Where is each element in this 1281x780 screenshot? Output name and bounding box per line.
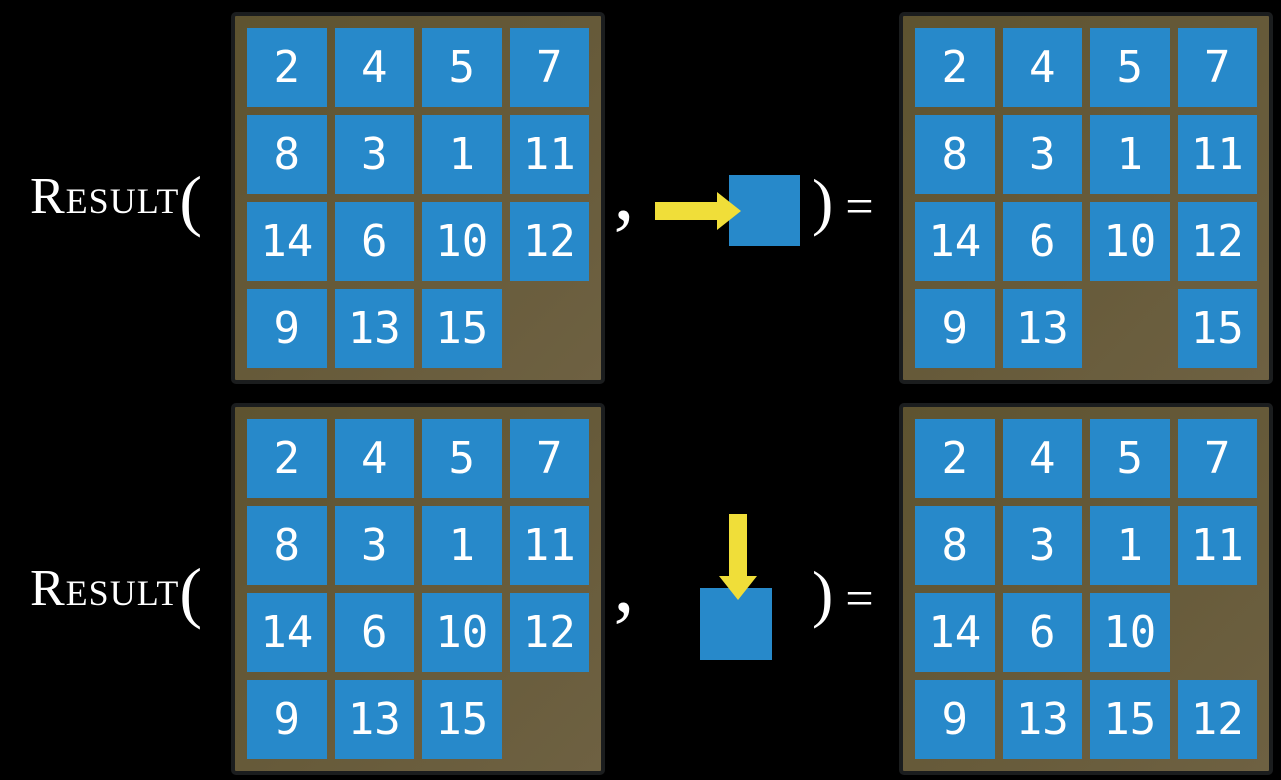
puzzle-tile: 1 xyxy=(422,506,502,585)
close-paren: ) xyxy=(812,558,834,629)
result-function-label: Result( xyxy=(30,152,202,242)
puzzle-tile: 15 xyxy=(422,289,502,368)
function-name: Result xyxy=(30,168,180,225)
puzzle-tile: 15 xyxy=(422,680,502,759)
puzzle-tile: 6 xyxy=(1002,593,1082,672)
puzzle-tile: 15 xyxy=(1090,680,1170,759)
action-tile-square xyxy=(700,588,772,660)
puzzle-tile: 13 xyxy=(334,289,414,368)
action-tile-square xyxy=(729,175,800,246)
puzzle-tile: 5 xyxy=(422,28,502,107)
comma: , xyxy=(613,537,635,630)
puzzle-tile: 14 xyxy=(915,202,995,281)
puzzle-tile: 13 xyxy=(334,680,414,759)
blank-cell xyxy=(1090,289,1170,368)
puzzle-tile: 10 xyxy=(422,593,502,672)
puzzle-tile: 11 xyxy=(1177,506,1257,585)
puzzle-tile: 9 xyxy=(915,289,995,368)
result-function-label: Result( xyxy=(30,544,202,634)
puzzle-tile: 11 xyxy=(509,115,589,194)
puzzle-tile: 12 xyxy=(509,202,589,281)
puzzle-tile: 2 xyxy=(915,28,995,107)
puzzle-tile: 6 xyxy=(334,593,414,672)
close-paren: ) xyxy=(812,166,834,237)
equals-sign: = xyxy=(845,570,874,626)
puzzle-tile: 7 xyxy=(1177,28,1257,107)
comma: , xyxy=(613,145,635,238)
blank-cell xyxy=(510,680,590,759)
puzzle-tile: 5 xyxy=(1090,419,1170,498)
puzzle-tile: 13 xyxy=(1002,289,1082,368)
arrow-down-icon xyxy=(719,514,757,600)
puzzle-tile: 10 xyxy=(422,202,502,281)
puzzle-tile: 9 xyxy=(247,289,327,368)
blank-cell xyxy=(1178,593,1258,672)
puzzle-tile: 3 xyxy=(1002,506,1082,585)
puzzle-tile: 11 xyxy=(509,506,589,585)
puzzle-tile: 14 xyxy=(247,593,327,672)
puzzle-tile: 5 xyxy=(1090,28,1170,107)
puzzle-tile: 2 xyxy=(247,28,327,107)
puzzle-tile: 2 xyxy=(247,419,327,498)
puzzle-tile: 3 xyxy=(1002,115,1082,194)
close-paren-equals: ) = xyxy=(812,170,874,234)
arrow-right-icon xyxy=(655,192,741,230)
puzzle-tile: 4 xyxy=(1002,28,1082,107)
puzzle-tile: 12 xyxy=(1177,202,1257,281)
puzzle-tile: 2 xyxy=(915,419,995,498)
puzzle-tile: 3 xyxy=(334,506,414,585)
puzzle-tile: 11 xyxy=(1177,115,1257,194)
puzzle-tile: 10 xyxy=(1090,202,1170,281)
puzzle-tile: 4 xyxy=(334,419,414,498)
puzzle-tile: 8 xyxy=(915,115,995,194)
puzzle-tile: 6 xyxy=(1002,202,1082,281)
puzzle-tile: 9 xyxy=(247,680,327,759)
puzzle-tile: 7 xyxy=(1177,419,1257,498)
puzzle-tile: 4 xyxy=(334,28,414,107)
puzzle-tile: 4 xyxy=(1002,419,1082,498)
puzzle-tile: 9 xyxy=(915,680,995,759)
puzzle-tile: 8 xyxy=(247,115,327,194)
puzzle-tile: 7 xyxy=(509,28,589,107)
puzzle-tile: 13 xyxy=(1002,680,1082,759)
puzzle-tile: 12 xyxy=(509,593,589,672)
puzzle-tile: 1 xyxy=(422,115,502,194)
puzzle-tile: 14 xyxy=(915,593,995,672)
blank-cell xyxy=(510,289,590,368)
open-paren: ( xyxy=(179,162,203,238)
puzzle-tile: 14 xyxy=(247,202,327,281)
puzzle-tile: 7 xyxy=(509,419,589,498)
puzzle-tile: 12 xyxy=(1177,680,1257,759)
puzzle-tile: 8 xyxy=(247,506,327,585)
function-name: Result xyxy=(30,560,180,617)
puzzle-tile: 3 xyxy=(334,115,414,194)
puzzle-tile: 6 xyxy=(334,202,414,281)
puzzle-tile: 10 xyxy=(1090,593,1170,672)
equals-sign: = xyxy=(845,178,874,234)
open-paren: ( xyxy=(179,554,203,630)
close-paren-equals: ) = xyxy=(812,562,874,626)
puzzle-tile: 15 xyxy=(1177,289,1257,368)
puzzle-tile: 8 xyxy=(915,506,995,585)
puzzle-tile: 1 xyxy=(1090,506,1170,585)
puzzle-tile: 1 xyxy=(1090,115,1170,194)
puzzle-tile: 5 xyxy=(422,419,502,498)
